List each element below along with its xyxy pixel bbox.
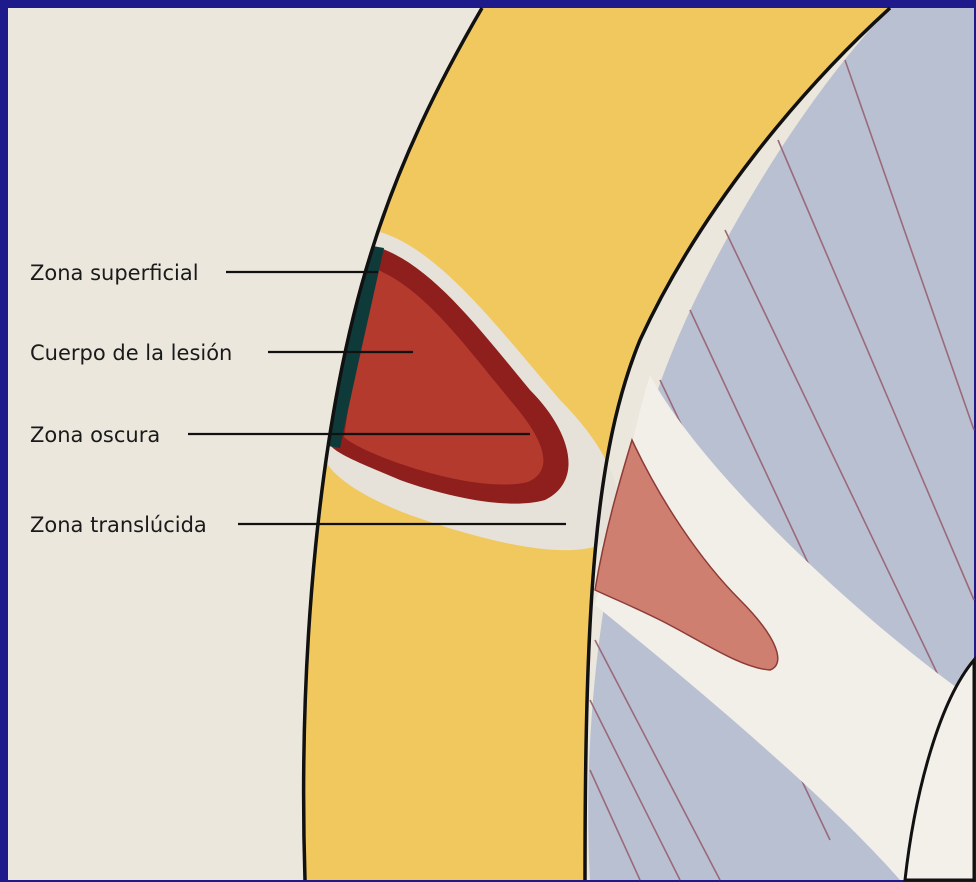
- label-zona-translucida: Zona translúcida: [30, 513, 207, 537]
- label-zona-oscura: Zona oscura: [30, 423, 160, 447]
- label-cuerpo-lesion: Cuerpo de la lesión: [30, 341, 232, 365]
- label-zona-superficial: Zona superficial: [30, 261, 199, 285]
